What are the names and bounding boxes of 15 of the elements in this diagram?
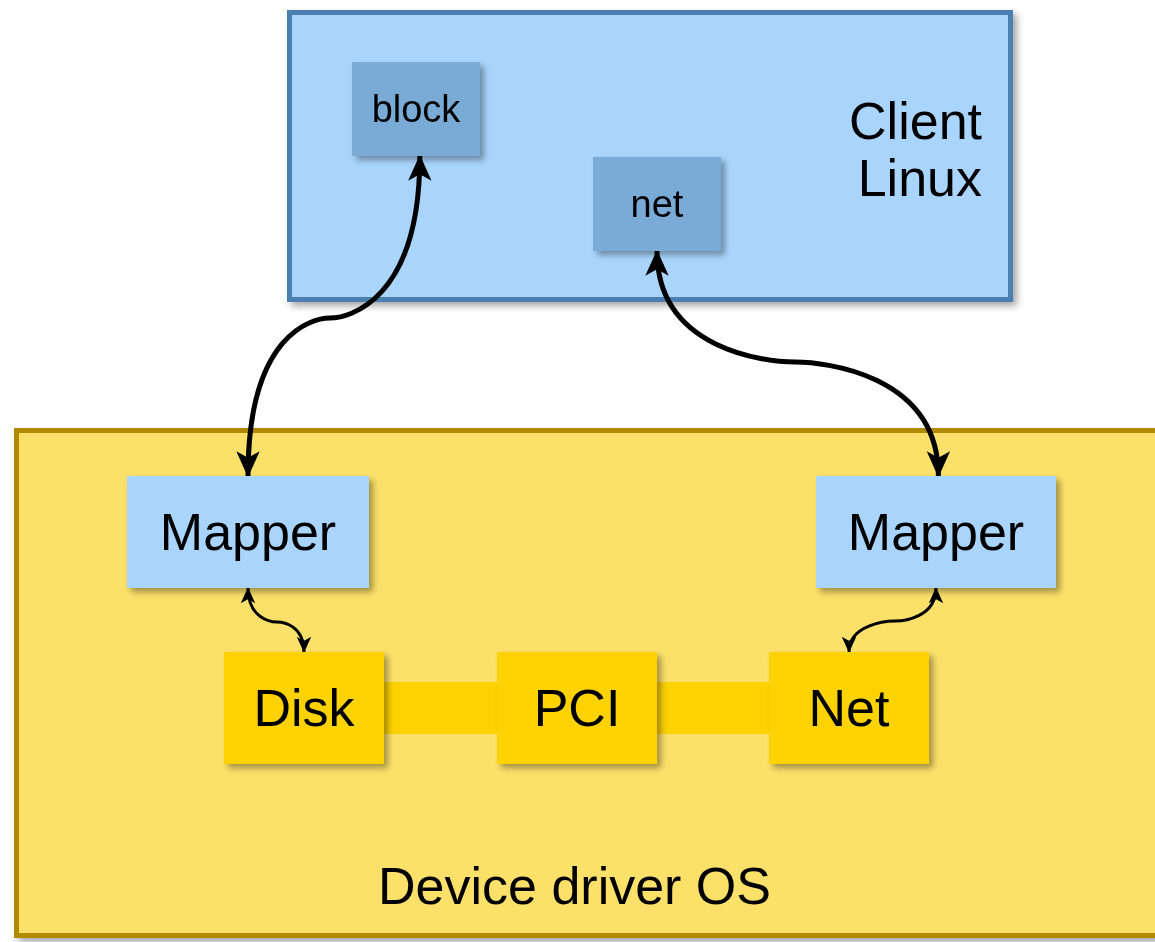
device-box: Net xyxy=(769,652,929,764)
container-title: Client Linux xyxy=(848,93,982,208)
module-box: net xyxy=(593,157,721,251)
client-container xyxy=(287,10,1013,302)
module-box: block xyxy=(352,62,480,156)
mapper-box: Mapper xyxy=(127,476,369,588)
os-container xyxy=(14,428,1155,938)
device-box: Disk xyxy=(224,652,384,764)
arrow xyxy=(843,587,942,653)
arrow xyxy=(647,249,948,478)
arrow xyxy=(237,154,431,478)
device-box: PCI xyxy=(497,652,657,764)
arrow xyxy=(241,587,311,653)
mapper-box: Mapper xyxy=(816,476,1056,588)
container-title: Device driver OS xyxy=(377,858,772,916)
